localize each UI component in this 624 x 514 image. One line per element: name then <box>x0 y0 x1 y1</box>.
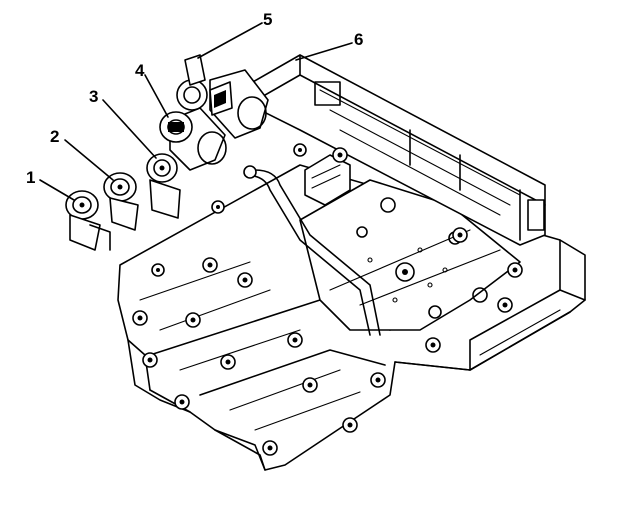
bolt-bosses <box>132 143 523 456</box>
solenoid-4 <box>159 107 227 171</box>
solenoid-3 <box>146 153 181 219</box>
callout-1: 1 <box>26 168 35 187</box>
callout-4: 4 <box>135 61 145 80</box>
solenoid-1 <box>65 190 111 251</box>
callout-3: 3 <box>89 87 98 106</box>
fluid-tube <box>243 165 381 336</box>
separator-plate <box>299 179 521 331</box>
callout-2: 2 <box>50 127 59 146</box>
callout-6: 6 <box>354 30 363 49</box>
solenoid-2 <box>103 172 139 231</box>
callout-5: 5 <box>263 10 272 29</box>
solenoid-5 <box>176 54 269 139</box>
leader-lines <box>39 22 353 201</box>
